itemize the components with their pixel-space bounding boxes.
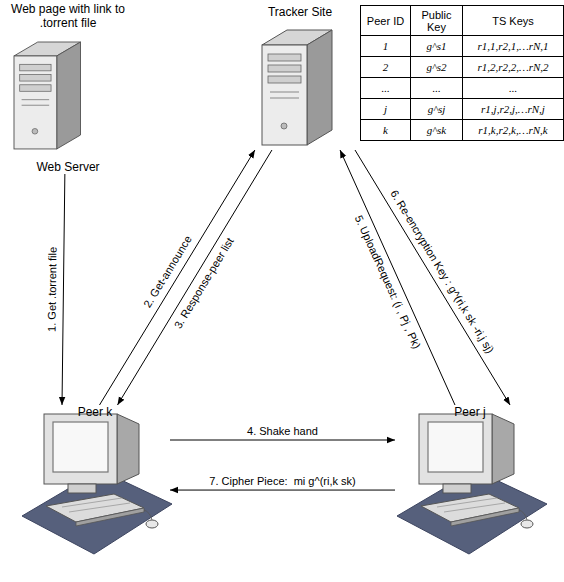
edge-label: 1. Get .torrent file — [45, 247, 59, 332]
table-cell: 1 — [360, 35, 411, 57]
web-server-icon — [14, 42, 81, 149]
peer-node: Peer j — [395, 405, 545, 580]
node-label: Peer j — [454, 405, 485, 419]
table-value: r1,k,r2,k,…rN,k — [478, 124, 547, 136]
table-cell: Peer ID — [360, 5, 411, 36]
table-header: TS Keys — [492, 15, 534, 27]
node-heading: Web page with link to .torrent file — [0, 2, 136, 30]
table-cell: g^sk — [410, 119, 463, 141]
table-cell: TS Keys — [462, 5, 564, 36]
table-value: r1,1,r2,1,…rN,1 — [477, 40, 548, 52]
table-value: r1,j,r2,j,…rN,j — [481, 103, 545, 115]
table-cell: r1,j,r2,j,…rN,j — [462, 98, 564, 120]
table-cell: 2 — [360, 56, 411, 78]
message-arrow — [118, 150, 272, 405]
edge-label: 4. Shake hand — [247, 425, 318, 438]
table-cell: g^s2 — [410, 56, 463, 78]
table-cell: Public Key — [410, 5, 463, 36]
table-cell: ... — [360, 77, 411, 99]
table-value: g^sk — [427, 124, 446, 136]
node-label: Tracker Site — [268, 5, 332, 19]
table-value: 2 — [383, 61, 389, 73]
tracker-node: Tracker Site — [245, 5, 355, 150]
message-arrow — [170, 440, 395, 441]
tracker-server-icon — [262, 30, 332, 145]
table-header: Peer ID — [367, 15, 404, 27]
table-cell: ... — [462, 77, 564, 99]
table-cell: g^sj — [410, 98, 463, 120]
table-cell: ... — [410, 77, 463, 99]
web-server-node: Web page with link to .torrent fileWeb S… — [0, 2, 136, 174]
table-header: Public Key — [411, 9, 462, 33]
table-value: k — [383, 124, 388, 136]
table-value: ... — [509, 82, 517, 94]
table-value: ... — [432, 82, 440, 94]
table-value: 1 — [383, 40, 389, 52]
table-cell: g^s1 — [410, 35, 463, 57]
peer-k-computer — [22, 414, 172, 554]
message-arrow — [170, 490, 395, 491]
table-cell: r1,k,r2,k,…rN,k — [462, 119, 564, 141]
table-cell: k — [360, 119, 411, 141]
table-value: ... — [381, 82, 389, 94]
table-value: r1,2,r2,2,…rN,2 — [477, 61, 548, 73]
edge-label: 7. Cipher Piece: mi g^(ri,k sk) — [209, 475, 355, 488]
peer-j-computer — [397, 414, 547, 554]
message-arrow — [100, 150, 255, 405]
table-value: j — [384, 103, 387, 115]
peer-node: Peer k — [20, 405, 170, 580]
node-label: Web Server — [36, 160, 99, 174]
table-value: g^sj — [428, 103, 445, 115]
table-value: g^s2 — [427, 61, 447, 73]
table-cell: r1,1,r2,1,…rN,1 — [462, 35, 564, 57]
table-cell: r1,2,r2,2,…rN,2 — [462, 56, 564, 78]
message-arrow — [62, 174, 65, 405]
node-label: Peer k — [78, 405, 113, 419]
table-cell: j — [360, 98, 411, 120]
table-value: g^s1 — [427, 40, 447, 52]
